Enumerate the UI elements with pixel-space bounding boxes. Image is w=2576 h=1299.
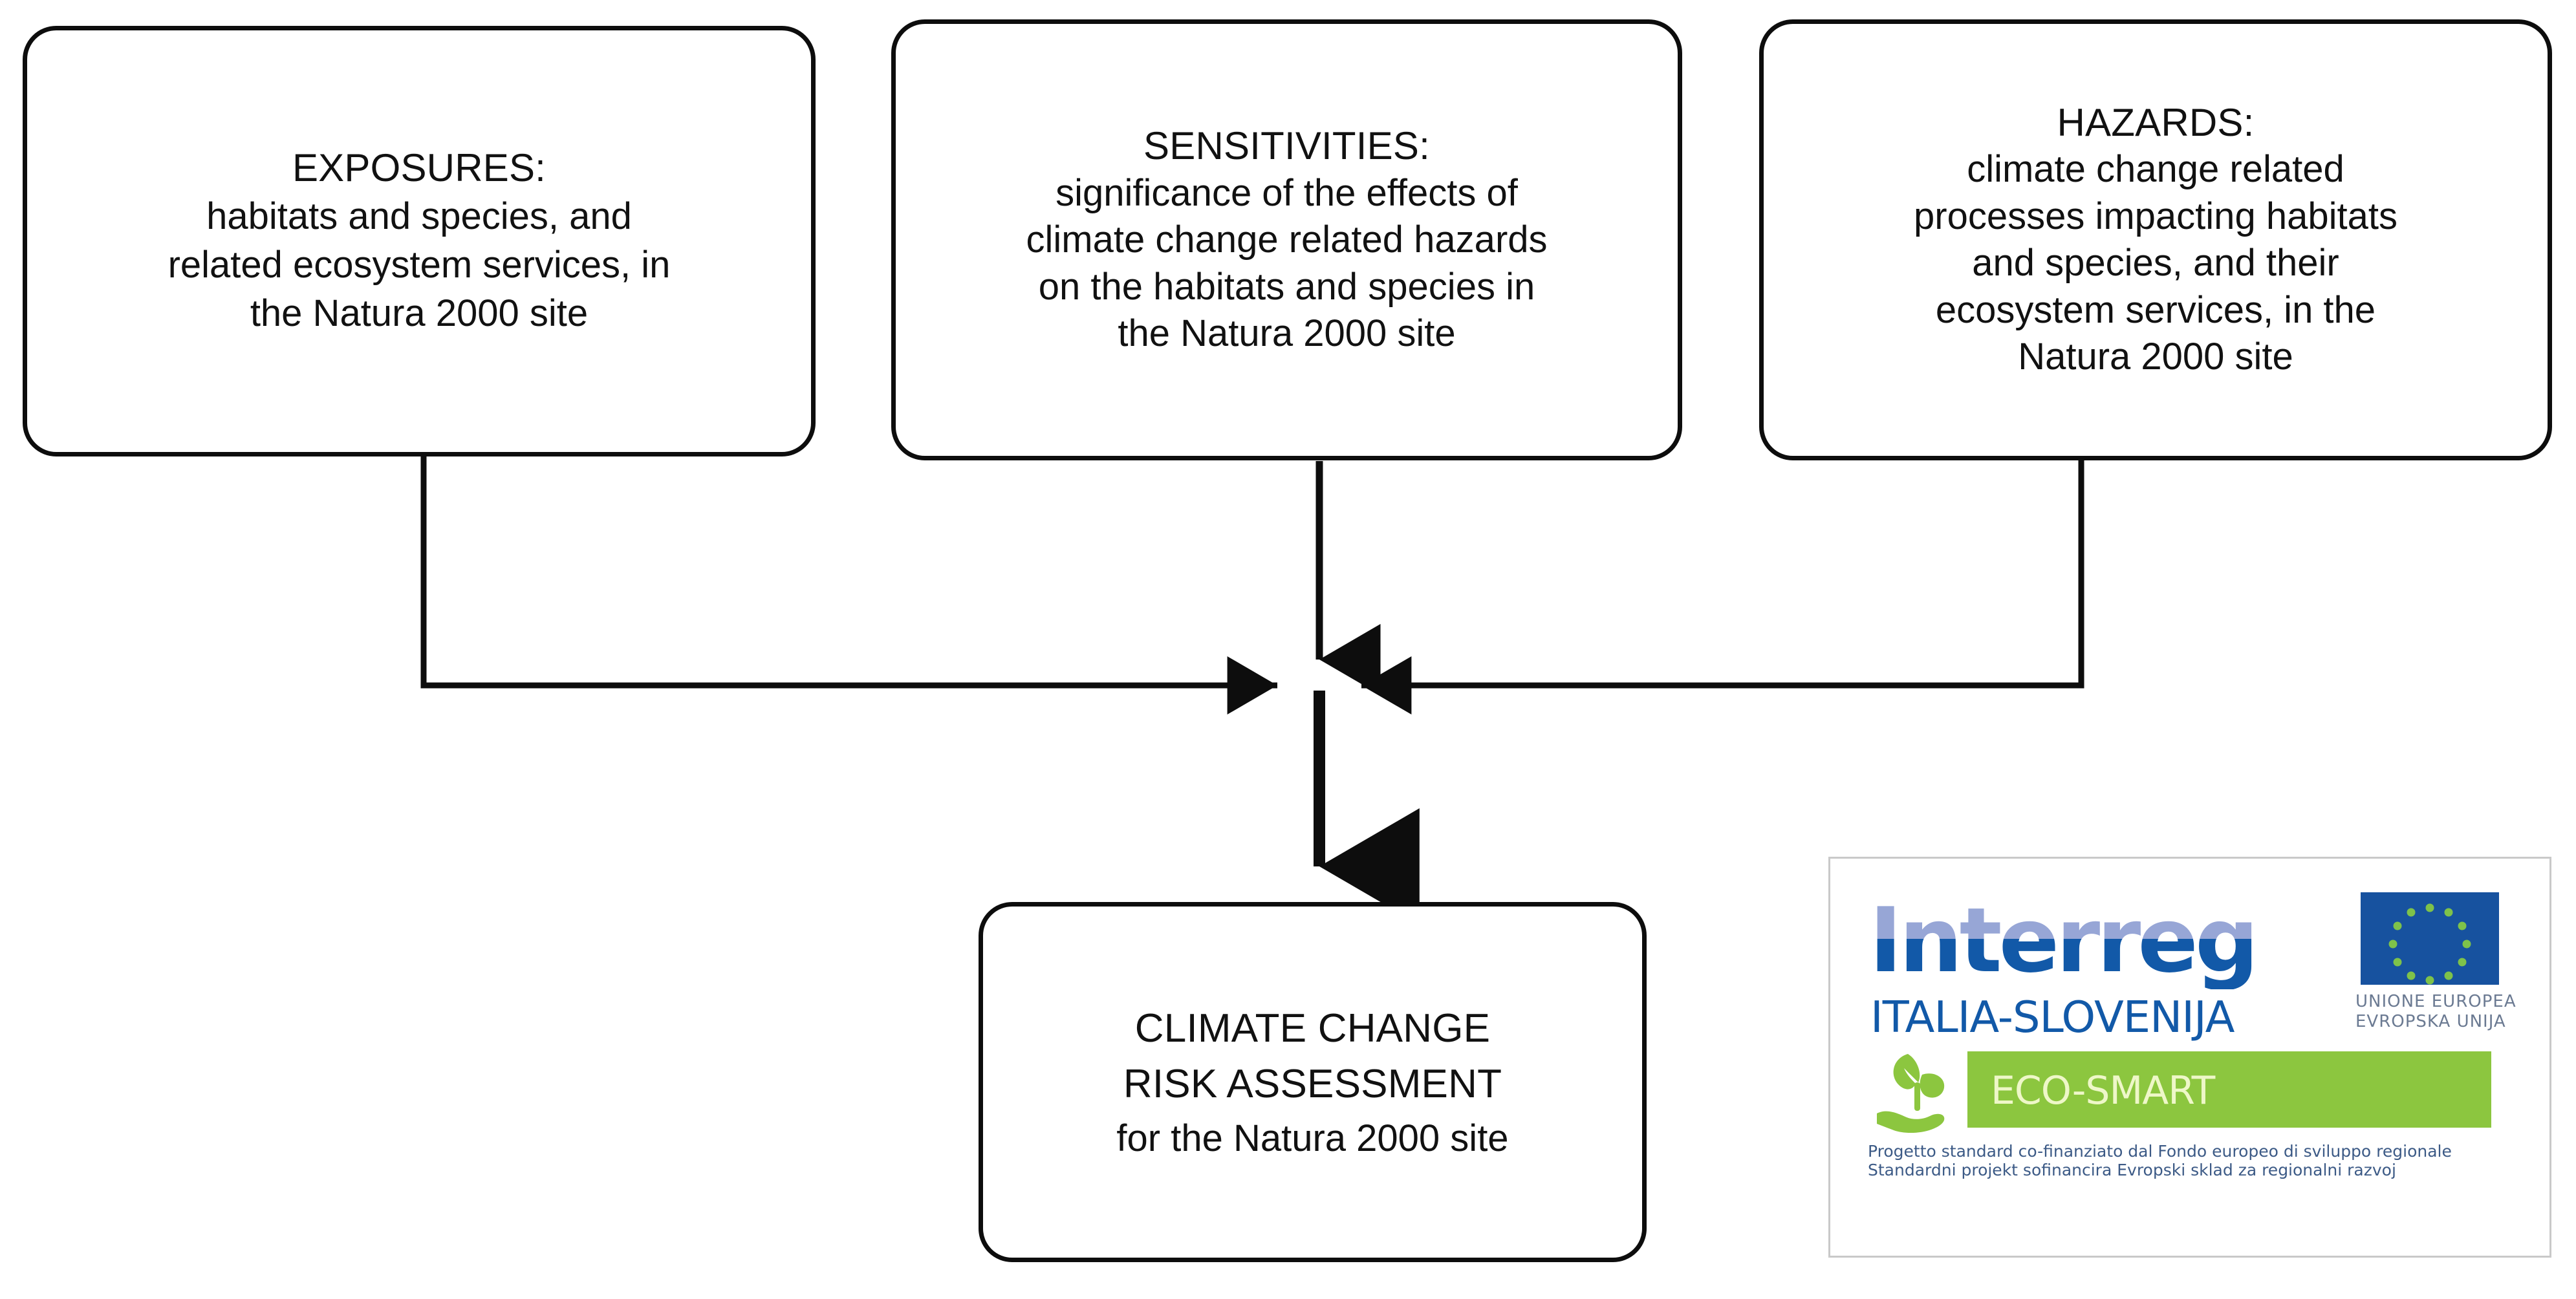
eu-flag-icon [2361, 892, 2499, 985]
node-sensitivities-title: SENSITIVITIES: [1143, 124, 1430, 168]
sprout-in-hand-icon [1877, 1054, 1945, 1133]
interreg-wordmark-top-half: Interreg [1869, 888, 2259, 993]
programme-name: ITALIA-SLOVENIJA [1870, 992, 2235, 1042]
node-exposures-body: habitats and species, and related ecosys… [168, 195, 671, 335]
edge-hazards-to-result [1361, 460, 2084, 714]
node-hazards[interactable]: HAZARDS: climate change related processe… [1759, 19, 2552, 460]
eu-stars-icon [2388, 903, 2471, 985]
node-risk-assessment[interactable]: CLIMATE CHANGE RISK ASSESSMENT for the N… [979, 902, 1647, 1262]
node-risk-assessment-body: for the Natura 2000 site [1116, 1117, 1509, 1160]
node-sensitivities-body: significance of the effects of climate c… [1026, 171, 1548, 355]
node-exposures[interactable]: EXPOSURES: habitats and species, and rel… [23, 26, 816, 456]
funding-fineprint: Progetto standard co-finanziato dal Fond… [1868, 1142, 2452, 1179]
node-hazards-body: climate change related processes impacti… [1914, 148, 2397, 378]
node-risk-assessment-title: CLIMATE CHANGE RISK ASSESSMENT [1123, 1006, 1502, 1106]
eco-smart-band [1967, 1051, 2491, 1128]
interreg-wordmark-bottom-half: Interreg [1869, 888, 2259, 993]
interreg-wordmark: Interreg Interreg [1869, 892, 2270, 989]
edge-exposures-to-result [420, 456, 1277, 714]
node-exposures-title: EXPOSURES: [292, 146, 547, 190]
eu-caption: UNIONE EUROPEA EVROPSKA UNIJA [2355, 992, 2516, 1031]
node-hazards-title: HAZARDS: [2057, 101, 2255, 145]
interreg-logo-panel: Interreg Interreg ITALIA-SLOVENIJA [1828, 857, 2551, 1258]
eco-smart-label: ECO-SMART [1991, 1068, 2215, 1113]
node-sensitivities[interactable]: SENSITIVITIES: significance of the effec… [891, 19, 1682, 460]
